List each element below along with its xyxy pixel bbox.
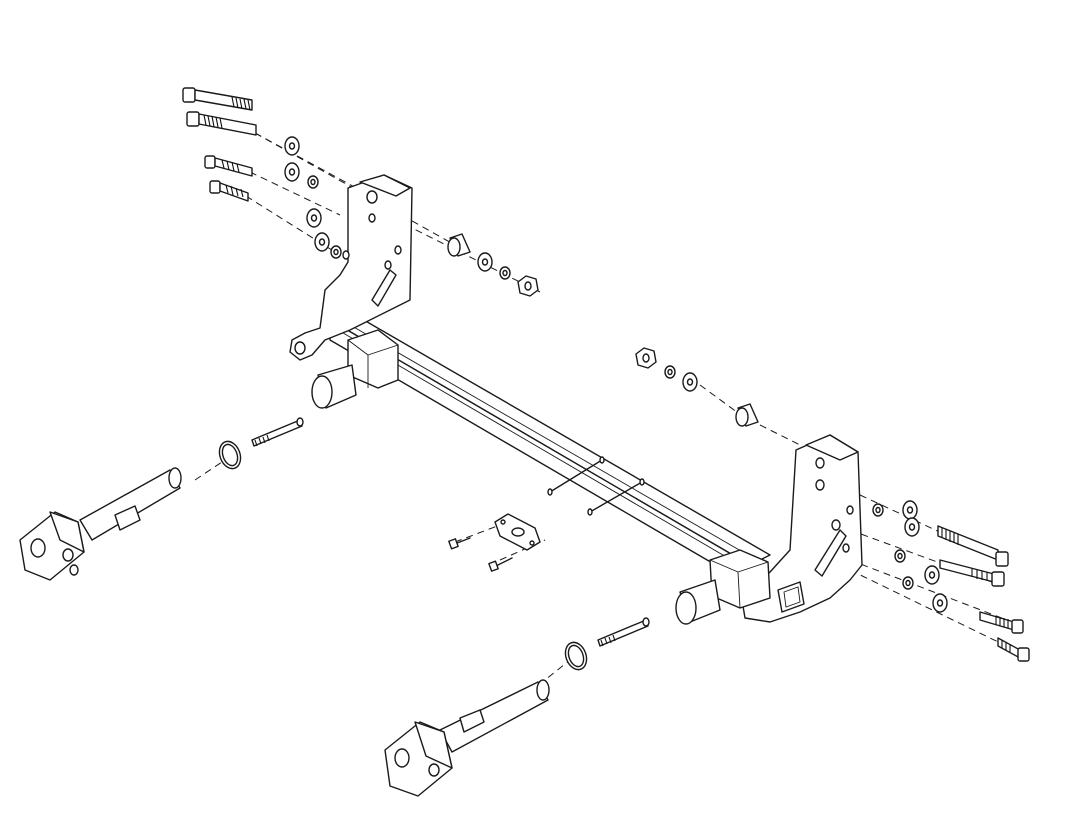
hex-bolt [997, 637, 1030, 662]
right-tow-arm [384, 679, 550, 797]
flat-washer [924, 565, 940, 585]
small-bolt [448, 537, 471, 550]
spring-pin [597, 617, 650, 647]
hex-bolt [209, 180, 249, 202]
left-mounting-bracket [289, 174, 413, 361]
flat-washer [314, 232, 330, 252]
lock-washer [894, 549, 906, 563]
rods [547, 456, 645, 516]
retaining-ring [218, 440, 242, 470]
flat-washer [682, 372, 698, 392]
flat-washer [284, 162, 300, 182]
left-receiver-tube [311, 329, 399, 409]
lock-washer [902, 576, 914, 590]
lock-washer [872, 503, 884, 517]
lock-washer [499, 266, 511, 280]
left-tow-arm [19, 467, 182, 581]
lock-washer [664, 365, 676, 379]
spring-pin [251, 417, 304, 447]
hex-nut [635, 347, 657, 369]
spacer [447, 233, 471, 257]
flat-washer [932, 593, 948, 613]
hex-bolt [204, 155, 253, 177]
lock-washer [307, 175, 319, 189]
flat-washer [306, 208, 322, 228]
hex-bolt [186, 111, 257, 136]
spacer [735, 403, 759, 427]
lock-washer [330, 245, 342, 259]
flat-washer [284, 136, 300, 156]
flat-washer [902, 500, 918, 520]
hex-nut [517, 275, 539, 297]
right-mounting-bracket [741, 434, 863, 623]
flat-washer [904, 517, 920, 537]
mounting-plate [494, 513, 541, 551]
hex-bolt [939, 559, 1005, 587]
right-receiver-tube [675, 549, 771, 625]
retaining-ring [564, 641, 588, 671]
flat-washer [477, 252, 493, 272]
hex-bolt [979, 611, 1024, 634]
hex-bolt [937, 525, 1009, 567]
small-bolt [488, 557, 513, 572]
hex-bolt [182, 87, 253, 111]
